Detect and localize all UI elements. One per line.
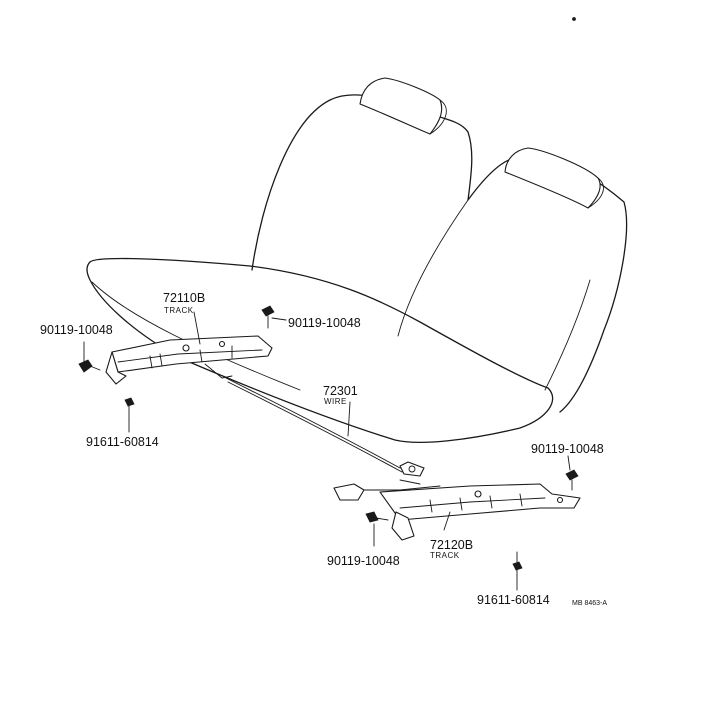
headrest-right bbox=[504, 147, 601, 209]
bolt-top-left-icon bbox=[78, 359, 101, 373]
leader-lines bbox=[83, 311, 571, 591]
bolt-bottom-center-icon bbox=[365, 511, 389, 523]
label-72301-number: 72301 bbox=[323, 384, 358, 398]
label-bolt-bottom-center: 90119-10048 bbox=[327, 554, 400, 568]
headrest-left bbox=[359, 77, 443, 135]
seat-back bbox=[251, 94, 628, 413]
scan-mark bbox=[572, 17, 576, 21]
label-stud-left: 91611-60814 bbox=[86, 435, 159, 449]
label-72120b-name: TRACK bbox=[430, 551, 460, 560]
label-stud-bottom-right: 91611-60814 bbox=[477, 593, 550, 607]
label-72301-name: WIRE bbox=[324, 397, 347, 406]
diagram-code: MB 8463-A bbox=[572, 600, 607, 607]
label-72110b-name: TRACK bbox=[164, 306, 194, 315]
seat-cushion bbox=[86, 257, 554, 443]
track-72110b bbox=[105, 335, 273, 385]
bench-seat bbox=[86, 77, 628, 443]
stud-bottom-right-icon bbox=[512, 551, 523, 577]
label-72120b-number: 72120B bbox=[430, 538, 473, 552]
track-72120b bbox=[333, 479, 581, 541]
bolt-top-center-icon bbox=[261, 305, 275, 329]
bolt-right-icon bbox=[565, 469, 579, 491]
label-bolt-top-center: 90119-10048 bbox=[288, 316, 361, 330]
stud-left-icon bbox=[124, 397, 135, 421]
label-bolt-right: 90119-10048 bbox=[531, 442, 604, 456]
wire-72301 bbox=[225, 377, 425, 477]
label-72110b-number: 72110B bbox=[163, 291, 205, 305]
label-bolt-top-left: 90119-10048 bbox=[40, 323, 113, 337]
